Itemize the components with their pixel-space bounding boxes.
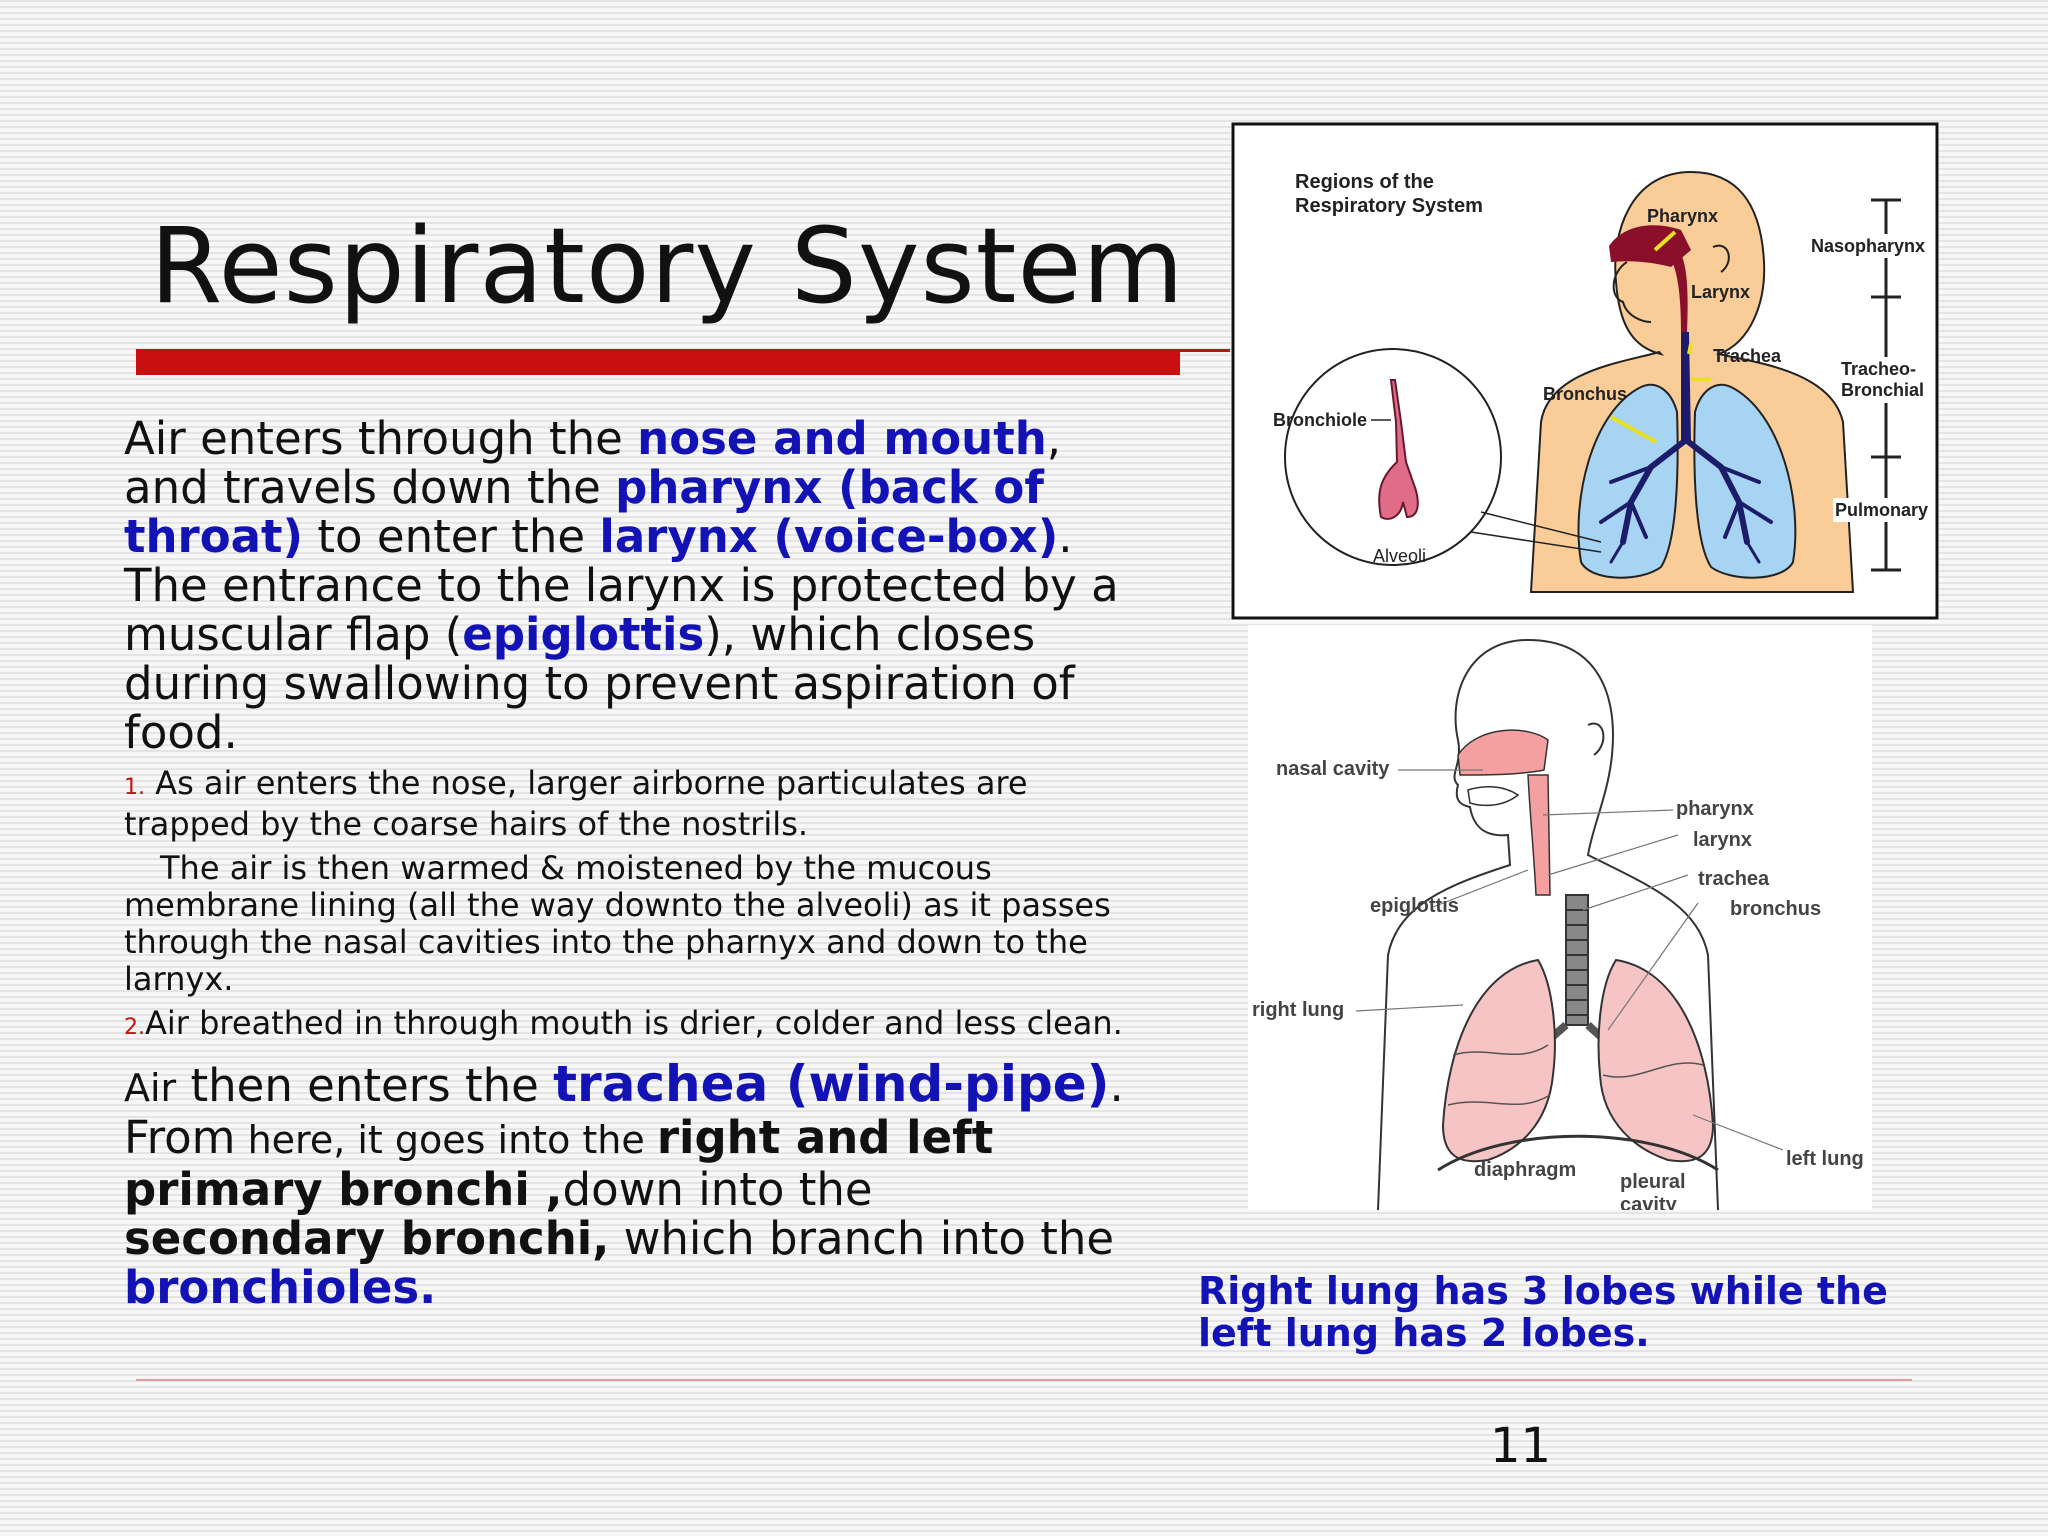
label-larynx: Larynx	[1691, 282, 1750, 302]
figure-heading-line1: Regions of the	[1295, 171, 1434, 193]
highlight-epiglottis: epiglottis	[462, 608, 705, 661]
label-trachea: trachea	[1698, 868, 1770, 890]
label-bg	[1833, 498, 1929, 522]
text-run: . The entrance to the larynx is protecte…	[124, 510, 1119, 661]
nasal-cavity-shape	[1457, 729, 1549, 776]
regions-diagram-svg: Regions of the Respiratory System	[1231, 122, 1939, 620]
label-nasopharynx: Nasopharynx	[1811, 236, 1925, 256]
footer-divider	[136, 1379, 1912, 1381]
highlight-larynx: larynx (voice-box)	[599, 510, 1059, 563]
label-left-lung: left lung	[1786, 1148, 1864, 1170]
label-alveoli: Alveoli	[1373, 546, 1426, 566]
bold-primary-bronchi: right and left primary bronchi ,	[124, 1111, 994, 1216]
magnify-pointer-bottom	[1470, 531, 1602, 553]
label-pulmonary: Pulmonary	[1835, 500, 1928, 520]
highlight-nose-mouth: nose and mouth	[637, 412, 1047, 465]
label-bronchial: Bronchial	[1841, 380, 1924, 400]
list-item-2: 2.Air breathed in through mouth is drier…	[124, 1005, 1134, 1046]
label-pleural: pleural	[1620, 1171, 1686, 1193]
text-run: ), which closes during swallowing to pre…	[124, 608, 1075, 759]
text-run: Air	[124, 1066, 177, 1110]
label-larynx: larynx	[1693, 829, 1752, 851]
ear-outline	[1712, 244, 1730, 273]
label-epiglottis: epiglottis	[1370, 895, 1459, 917]
text-run: here, it goes into the	[235, 1118, 657, 1162]
text-run: , and travels down the	[124, 412, 1062, 514]
trachea-rings	[1565, 894, 1589, 1026]
label-bronchiole: Bronchiole	[1273, 410, 1367, 430]
label-right-lung: right lung	[1252, 999, 1344, 1021]
highlight-trachea: trachea (wind-pipe)	[553, 1055, 1110, 1113]
left-lung-shape	[1693, 383, 1797, 579]
text-run: . From	[124, 1059, 1124, 1164]
body-text: Air enters through the nose and mouth, a…	[124, 414, 1134, 1312]
right-lung-shape	[1577, 383, 1679, 579]
text-run: which branch into the	[609, 1212, 1115, 1265]
page-number: 11	[1490, 1418, 1552, 1474]
diaphragm-curve	[1437, 1134, 1719, 1172]
text-run: down into the	[562, 1163, 873, 1216]
label-bronchus: Bronchus	[1543, 384, 1627, 404]
highlight-bronchioles: bronchioles.	[124, 1261, 437, 1314]
title-underline	[136, 349, 1180, 375]
ear-outline	[1587, 722, 1605, 756]
figure-heading-line2: Respiratory System	[1295, 195, 1483, 217]
list-number: 1.	[124, 775, 145, 800]
leader-lines	[1355, 769, 1784, 1151]
slide-title: Respiratory System	[150, 205, 1185, 327]
paragraph-trachea: Air then enters the trachea (wind-pipe).…	[124, 1059, 1134, 1314]
pharynx-shape	[1665, 240, 1688, 332]
label-cavity: cavity	[1620, 1194, 1678, 1210]
label-nasal-cavity: nasal cavity	[1276, 758, 1390, 780]
anatomy-diagram-svg: nasal cavity pharynx larynx trachea bron…	[1252, 639, 1864, 1216]
bold-secondary-bronchi: secondary bronchi,	[124, 1212, 610, 1265]
magnified-bronchiole-circle	[1284, 348, 1502, 566]
title-underline-extension	[1180, 349, 1230, 352]
list-item-1: 1. As air enters the nose, larger airbor…	[124, 765, 1134, 843]
label-bg	[1839, 357, 1929, 403]
text-run: to enter the	[303, 510, 600, 563]
label-tracheo: Tracheo-	[1841, 359, 1916, 379]
yellow-pointer-lines	[1610, 230, 1711, 444]
anatomy-diagram: nasal cavity pharynx larynx trachea bron…	[1248, 625, 1872, 1216]
label-diaphragm: diaphragm	[1474, 1159, 1576, 1181]
face-profile	[1612, 261, 1652, 323]
right-lung-shape	[1441, 958, 1556, 1163]
trachea-shape	[1681, 332, 1691, 442]
label-bg	[1811, 234, 1929, 258]
left-lung-lobe-line	[1602, 1062, 1704, 1078]
right-lung-lobe-lines	[1447, 1044, 1551, 1106]
body-outline-left	[1377, 639, 1529, 1211]
list-item-text: As air enters the nose, larger airborne …	[124, 764, 1028, 843]
left-lung-shape	[1597, 958, 1715, 1163]
mouth-shape	[1467, 785, 1520, 807]
list-number: 2.	[124, 1015, 145, 1040]
regions-diagram: Regions of the Respiratory System	[1231, 122, 1939, 622]
label-bronchus: bronchus	[1730, 898, 1821, 920]
magnify-pointer-top	[1480, 511, 1602, 543]
lung-lobes-caption: Right lung has 3 lobes while the left lu…	[1198, 1269, 1888, 1355]
pharynx-shape	[1527, 774, 1551, 896]
paragraph-warming: The air is then warmed & moistened by th…	[124, 849, 1111, 998]
text-run: Air enters through the	[124, 412, 638, 465]
label-trachea: Trachea	[1713, 346, 1782, 366]
label-pharynx: Pharynx	[1647, 206, 1718, 226]
bronchial-tree	[1599, 437, 1773, 564]
bronchiole-illustration	[1378, 379, 1419, 520]
paragraph-air-entry: Air enters through the nose and mouth, a…	[124, 414, 1134, 757]
highlight-pharynx: pharynx (back of throat)	[124, 461, 1044, 563]
list-item-text: Air breathed in through mouth is drier, …	[145, 1004, 1123, 1042]
text-run: then enters the	[176, 1059, 554, 1112]
label-pharynx: pharynx	[1676, 798, 1754, 820]
